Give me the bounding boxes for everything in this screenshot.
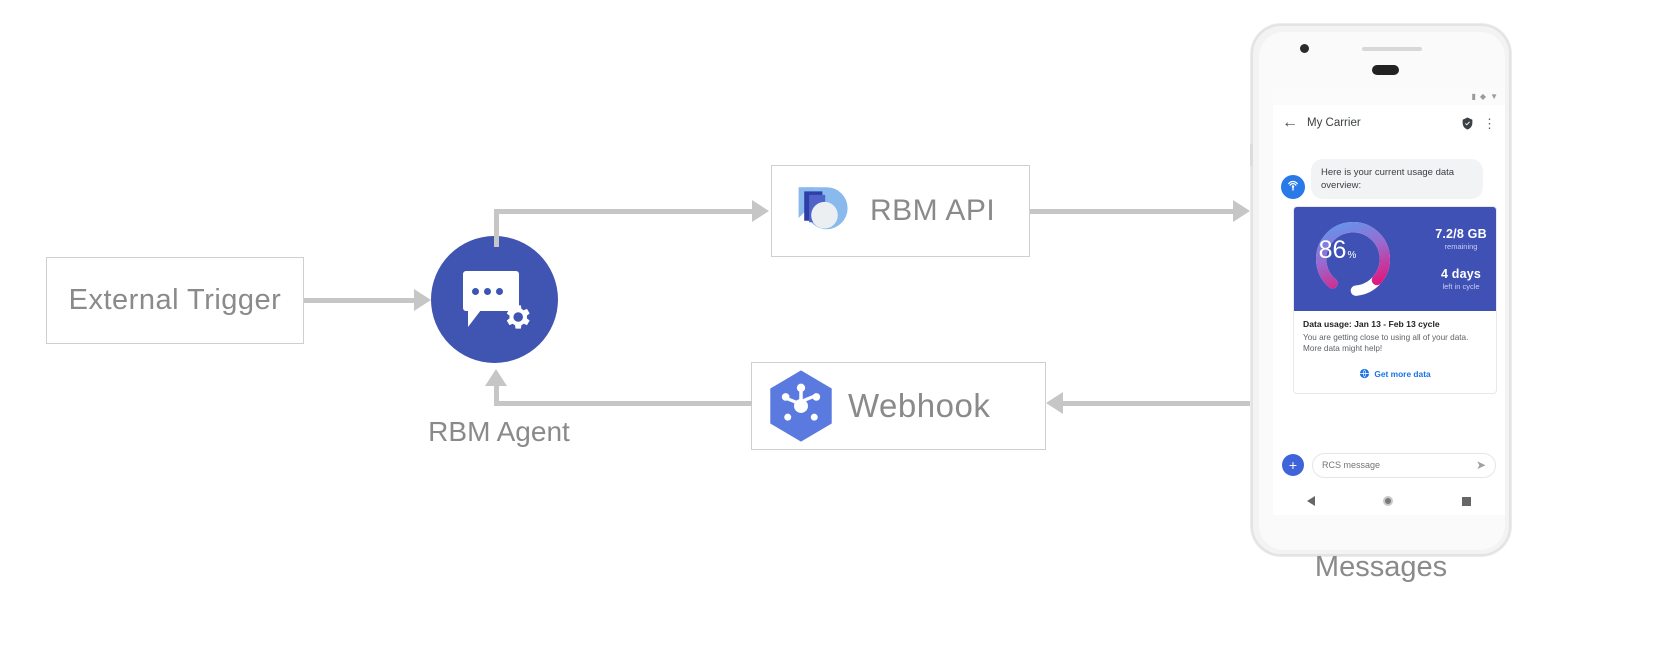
external-trigger-node[interactable]: External Trigger	[46, 257, 304, 344]
rbm-agent-label: RBM Agent	[428, 416, 570, 447]
arrow-agent-to-api-vertical	[494, 209, 499, 247]
earpiece-speaker	[1362, 47, 1422, 51]
carrier-avatar-icon	[1281, 175, 1305, 199]
stat-remaining: 7.2/8 GB remaining	[1402, 227, 1496, 251]
rbm-api-logo	[798, 187, 848, 230]
stat-remaining-value: 7.2/8 GB	[1435, 227, 1487, 241]
stat-days: 4 days left in cycle	[1402, 267, 1496, 291]
android-nav-bar	[1273, 487, 1505, 515]
arrow-webhook-to-agent-vertical	[494, 385, 499, 403]
webhook-node[interactable]: Webhook	[751, 362, 1046, 450]
nav-back-icon[interactable]	[1307, 496, 1316, 506]
webhook-label: Webhook	[848, 387, 991, 424]
verified-shield-icon[interactable]	[1461, 117, 1474, 130]
chat-gear-icon	[459, 269, 531, 331]
nav-home-icon[interactable]	[1383, 496, 1394, 506]
rich-card-desc-line1: You are getting close to using all of yo…	[1303, 333, 1469, 342]
rcs-message-input[interactable]	[1322, 460, 1452, 470]
get-more-data-label: Get more data	[1374, 368, 1431, 379]
get-more-data-button[interactable]: Get more data	[1359, 368, 1431, 379]
globe-icon	[1360, 368, 1370, 379]
phone-side-button[interactable]	[1250, 144, 1253, 166]
kebab-menu-icon[interactable]: ⋮	[1483, 115, 1496, 131]
rbm-api-node[interactable]: RBM API	[771, 165, 1030, 257]
arrow-api-to-phone-line	[1030, 209, 1235, 214]
nav-recents-icon[interactable]	[1461, 496, 1471, 506]
phone-device: ▮ ◆ ▼ ← My Carrier ⋮	[1250, 24, 1511, 556]
rcs-message-field[interactable]: ➤	[1312, 452, 1496, 478]
arrow-phone-to-webhook-line	[1063, 401, 1253, 406]
gauge-value: 86%	[1294, 207, 1380, 293]
gauge-number: 86	[1318, 235, 1347, 264]
rich-card-action[interactable]: Get more data	[1294, 358, 1496, 393]
arrow-trigger-to-agent-head	[414, 289, 431, 311]
status-bar: ▮ ◆ ▼	[1273, 88, 1505, 105]
arrow-api-to-phone-head	[1233, 200, 1250, 222]
rbm-agent-node[interactable]	[431, 236, 558, 363]
rbm-api-label: RBM API	[870, 194, 996, 227]
gear-icon	[506, 304, 530, 329]
arrow-webhook-to-agent-head	[485, 369, 507, 386]
message-composer: + ➤	[1273, 445, 1505, 485]
wifi-icon: ◆	[1479, 91, 1487, 101]
webhook-hexagon-icon	[770, 370, 832, 442]
phone-sensor	[1372, 65, 1399, 75]
conversation-title: My Carrier	[1307, 117, 1361, 129]
gauge-unit: %	[1347, 249, 1357, 261]
stat-days-value: 4 days	[1440, 267, 1482, 281]
incoming-message-text: Here is your current usage data overview…	[1311, 159, 1483, 199]
arrow-trigger-to-agent-line	[304, 298, 414, 303]
back-arrow-icon[interactable]: ←	[1282, 114, 1298, 131]
stat-days-caption: left in cycle	[1442, 282, 1480, 291]
rich-card-desc-line2: More data might help!	[1303, 344, 1383, 353]
send-icon[interactable]: ➤	[1475, 458, 1486, 472]
app-bar: ← My Carrier ⋮	[1273, 105, 1505, 141]
arrow-agent-to-api-horizontal	[494, 209, 752, 214]
conversation-thread: Here is your current usage data overview…	[1273, 141, 1505, 515]
incoming-message-row: Here is your current usage data overview…	[1273, 141, 1505, 199]
phone-screen: ▮ ◆ ▼ ← My Carrier ⋮	[1273, 88, 1505, 515]
rich-card-hero: 86% 7.2/8 GB remaining 4 days left in cy…	[1294, 207, 1496, 311]
battery-icon: ▼	[1490, 91, 1498, 101]
external-trigger-label: External Trigger	[68, 284, 282, 316]
front-camera-icon	[1300, 44, 1309, 53]
arrow-webhook-to-agent-horizontal	[494, 401, 752, 406]
rich-card-stats: 7.2/8 GB remaining 4 days left in cycle	[1402, 207, 1496, 311]
arrow-phone-to-webhook-head	[1046, 392, 1063, 414]
add-attachment-icon[interactable]: +	[1282, 454, 1304, 476]
rich-card-title: Data usage: Jan 13 - Feb 13 cycle	[1303, 319, 1440, 329]
stat-remaining-caption: remaining	[1444, 242, 1478, 251]
usage-gauge-icon	[1316, 222, 1390, 296]
data-usage-rich-card[interactable]: 86% 7.2/8 GB remaining 4 days left in cy…	[1293, 206, 1497, 394]
signal-icon: ▮	[1471, 91, 1476, 101]
arrow-agent-to-api-head	[752, 200, 769, 222]
rich-card-body: Data usage: Jan 13 - Feb 13 cycle You ar…	[1294, 311, 1496, 358]
messages-label: Messages	[1314, 551, 1448, 583]
